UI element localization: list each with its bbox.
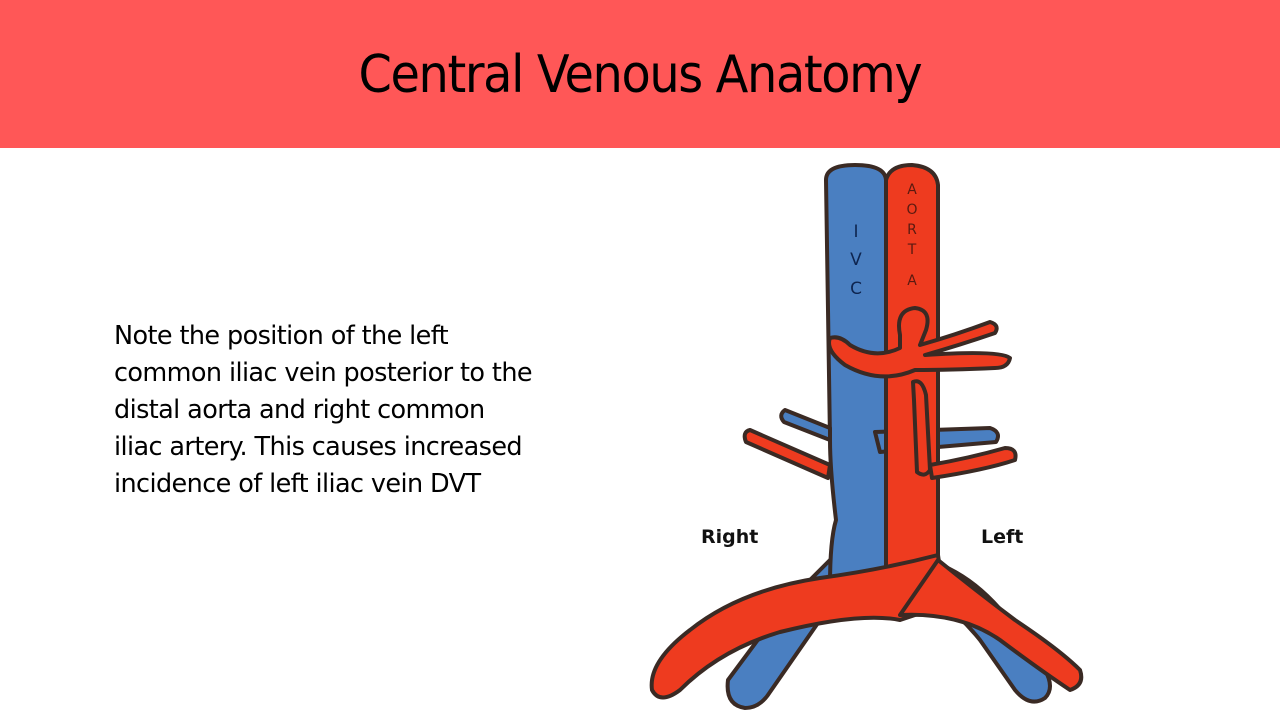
right-side-label: Right <box>701 526 758 548</box>
celiac-trunk <box>827 306 1012 379</box>
aorta-label-a2: A <box>907 273 917 289</box>
slide-body-text: Note the position of the left common ili… <box>114 321 533 499</box>
aorta <box>884 163 982 602</box>
aorta-label-t: T <box>907 242 917 258</box>
ivc-label-v: V <box>850 250 862 270</box>
right-renal-vein <box>779 408 832 442</box>
left-iliac-artery <box>898 558 1084 692</box>
title-banner: Central Venous Anatomy <box>0 0 1280 148</box>
aorta-label-r: R <box>907 222 917 238</box>
left-side-label: Left <box>981 526 1023 548</box>
ivc-label-c: C <box>850 279 862 299</box>
aorta-label-a1: A <box>907 182 917 198</box>
venous-anatomy-diagram: I V C A O R T A Right Left <box>649 163 1084 710</box>
ivc-label-i: I <box>853 222 858 242</box>
aorta-label-o: O <box>906 202 917 218</box>
left-renal-artery <box>928 446 1018 480</box>
page-title: Central Venous Anatomy <box>358 45 923 105</box>
right-iliac-artery <box>649 553 947 700</box>
superior-mesenteric-artery <box>911 379 932 477</box>
right-renal-artery <box>742 428 832 480</box>
